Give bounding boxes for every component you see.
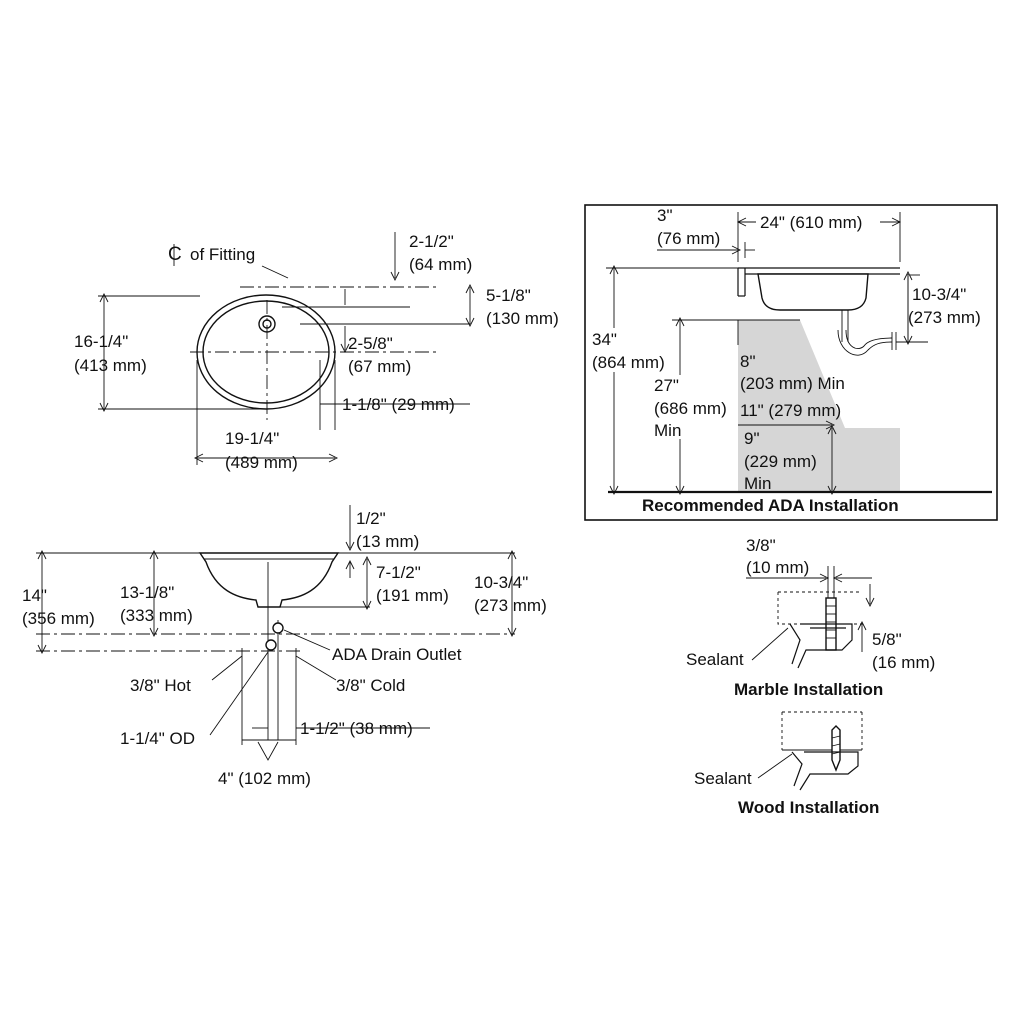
top-dim-b-mm: (130 mm) [486,309,559,328]
ada-dim-d: 34" [592,330,617,349]
side-dim-a: 1/2" [356,509,386,528]
cold-label: 3/8" Cold [336,676,405,695]
ada-dim-h-min: Min [744,474,771,493]
side-dim-a-mm: (13 mm) [356,532,419,551]
side-dim-d-mm: (191 mm) [376,586,449,605]
top-dim-a-mm: (64 mm) [409,255,472,274]
od-label: 1-1/4" OD [120,729,195,748]
top-dim-c-mm: (67 mm) [348,357,411,376]
top-dim-b: 5-1/8" [486,286,531,305]
ada-dim-f-mm: (686 mm) [654,399,727,418]
wood-title: Wood Installation [738,798,879,817]
ada-dim-a-mm: (76 mm) [657,229,720,248]
wood-installation: Sealant Wood Installation [694,711,879,817]
hot-label: 3/8" Hot [130,676,191,695]
side-dim-g: 4" (102 mm) [218,769,311,788]
ada-dim-f-min: Min [654,421,681,440]
side-dim-e-mm: (273 mm) [474,596,547,615]
marble-dim-b-mm: (16 mm) [872,653,935,672]
ada-drain-outlet [272,622,284,634]
top-dim-d-mm: (413 mm) [74,356,147,375]
marble-dim-b: 5/8" [872,630,902,649]
sink-bowl-side [198,552,340,608]
side-dim-d: 7-1/2" [376,563,421,582]
ada-dim-c-mm: (273 mm) [908,308,981,327]
ada-dim-g: 11" (279 mm) [740,401,841,420]
side-dim-b: 14" [22,586,47,605]
side-dim-c-mm: (333 mm) [120,606,193,625]
side-dim-c: 13-1/8" [120,583,174,602]
top-dim-f: 19-1/4" [225,429,279,448]
wood-screw [831,725,841,772]
top-dim-c: 2-5/8" [348,334,393,353]
ada-dim-f: 27" [654,376,679,395]
side-dim-f: 1-1/2" (38 mm) [300,719,413,738]
wood-sealant-label: Sealant [694,769,752,788]
ada-dim-h: 9" [744,429,760,448]
top-dim-f-mm: (489 mm) [225,453,298,472]
marble-dim-a-mm: (10 mm) [746,558,809,577]
side-view: 1/2" (13 mm) 14" (356 mm) 13-1/8" (333 m… [22,505,547,788]
centerline-symbol: C [168,244,182,266]
marble-title: Marble Installation [734,680,883,699]
ada-dim-e: 8" [740,352,756,371]
top-view: C of Fitting 2-1/2" (64 mm) 5-1/8" (13 [74,232,559,472]
top-dim-e: 1-1/8" (29 mm) [342,395,455,414]
ada-dim-b: 24" (610 mm) [760,213,862,232]
ada-dim-d-mm: (864 mm) [592,353,665,372]
top-dim-d: 16-1/4" [74,332,128,351]
ada-dim-a: 3" [657,206,673,225]
cl-fitting-label: of Fitting [190,245,255,264]
marble-installation: 3/8" (10 mm) 5/8" (16 mm) Sealant Marble… [686,536,935,699]
ada-drain-label: ADA Drain Outlet [332,645,462,664]
ada-installation-panel: 3" (76 mm) 24" (610 mm) 10-3/4" (273 mm)… [584,204,998,521]
side-dim-b-mm: (356 mm) [22,609,95,628]
side-dim-e: 10-3/4" [474,573,528,592]
ada-dim-h-mm: (229 mm) [744,452,817,471]
ada-dim-e-mm: (203 mm) Min [740,374,845,393]
ada-dim-c: 10-3/4" [912,285,966,304]
marble-sealant-label: Sealant [686,650,744,669]
top-dim-a: 2-1/2" [409,232,454,251]
ada-sink-bowl [757,273,869,311]
marble-dim-a: 3/8" [746,536,776,555]
ada-title: Recommended ADA Installation [642,496,899,515]
svg-text:C: C [168,244,182,265]
